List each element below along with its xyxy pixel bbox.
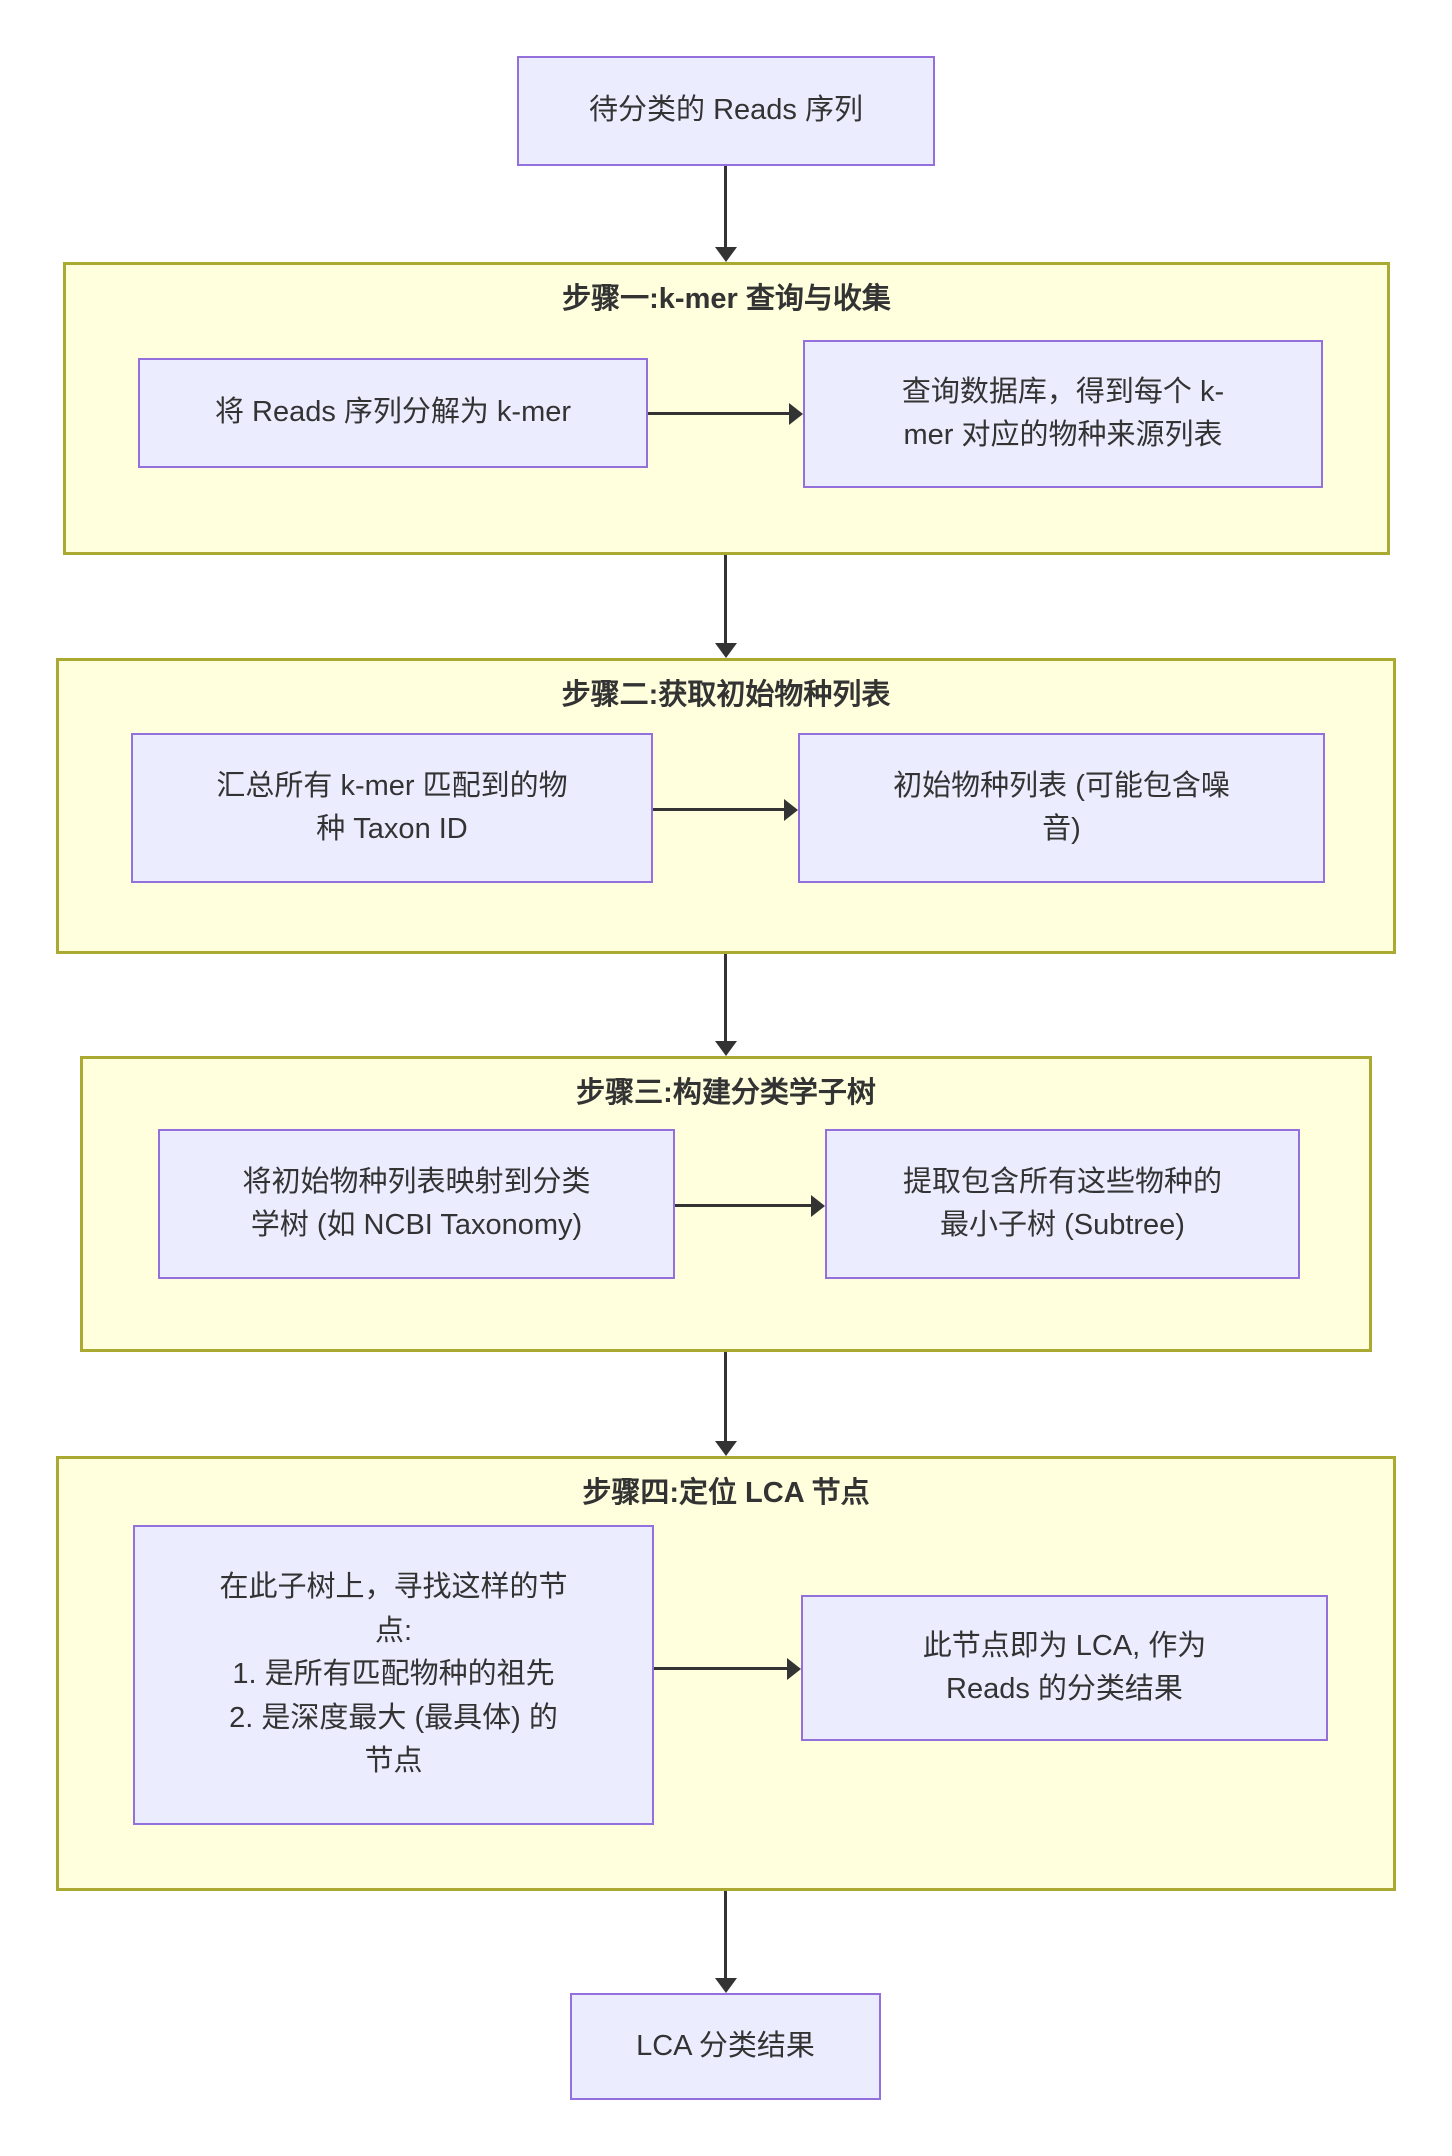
step3-right-node: 提取包含所有这些物种的 最小子树 (Subtree) bbox=[825, 1129, 1300, 1279]
arrow-down-step1-to-step2 bbox=[724, 555, 727, 643]
step2-left-node: 汇总所有 k-mer 匹配到的物 种 Taxon ID bbox=[131, 733, 653, 883]
arrow-right-step4 bbox=[654, 1667, 787, 1670]
step2-title: 步骤二:获取初始物种列表 bbox=[561, 679, 891, 711]
step4-title: 步骤四:定位 LCA 节点 bbox=[582, 1477, 870, 1509]
step3-title: 步骤三:构建分类学子树 bbox=[576, 1077, 876, 1109]
step3-left-node: 将初始物种列表映射到分类 学树 (如 NCBI Taxonomy) bbox=[158, 1129, 675, 1279]
step1-left-node: 将 Reads 序列分解为 k-mer bbox=[138, 358, 648, 468]
step2-cluster: 步骤二:获取初始物种列表 汇总所有 k-mer 匹配到的物 种 Taxon ID… bbox=[56, 658, 1396, 954]
arrow-down-step4-to-end bbox=[724, 1891, 727, 1978]
arrow-right-step2 bbox=[653, 808, 784, 811]
end-node: LCA 分类结果 bbox=[570, 1993, 881, 2100]
arrow-down-start-to-step1 bbox=[724, 166, 727, 247]
start-node: 待分类的 Reads 序列 bbox=[517, 56, 935, 166]
step1-cluster: 步骤一:k-mer 查询与收集 将 Reads 序列分解为 k-mer 查询数据… bbox=[63, 262, 1390, 555]
step1-right-node: 查询数据库，得到每个 k- mer 对应的物种来源列表 bbox=[803, 340, 1323, 488]
arrow-down-step3-to-step4 bbox=[724, 1352, 727, 1441]
step1-title: 步骤一:k-mer 查询与收集 bbox=[562, 283, 891, 315]
step4-right-node: 此节点即为 LCA, 作为 Reads 的分类结果 bbox=[801, 1595, 1328, 1741]
arrow-right-step1 bbox=[648, 412, 789, 415]
step2-right-node: 初始物种列表 (可能包含噪 音) bbox=[798, 733, 1325, 883]
arrow-right-step3 bbox=[675, 1204, 811, 1207]
step4-left-node: 在此子树上，寻找这样的节 点: 1. 是所有匹配物种的祖先 2. 是深度最大 (… bbox=[133, 1525, 654, 1825]
arrow-down-step2-to-step3 bbox=[724, 954, 727, 1041]
step3-cluster: 步骤三:构建分类学子树 将初始物种列表映射到分类 学树 (如 NCBI Taxo… bbox=[80, 1056, 1372, 1352]
step4-cluster: 步骤四:定位 LCA 节点 在此子树上，寻找这样的节 点: 1. 是所有匹配物种… bbox=[56, 1456, 1396, 1891]
